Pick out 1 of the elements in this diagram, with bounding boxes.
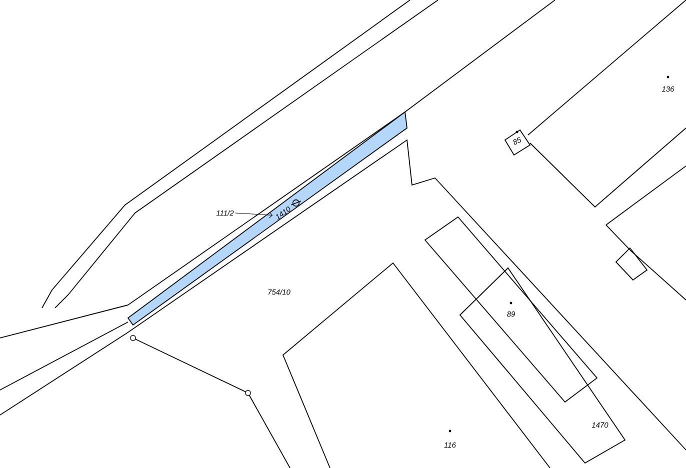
leader-line bbox=[235, 212, 273, 218]
